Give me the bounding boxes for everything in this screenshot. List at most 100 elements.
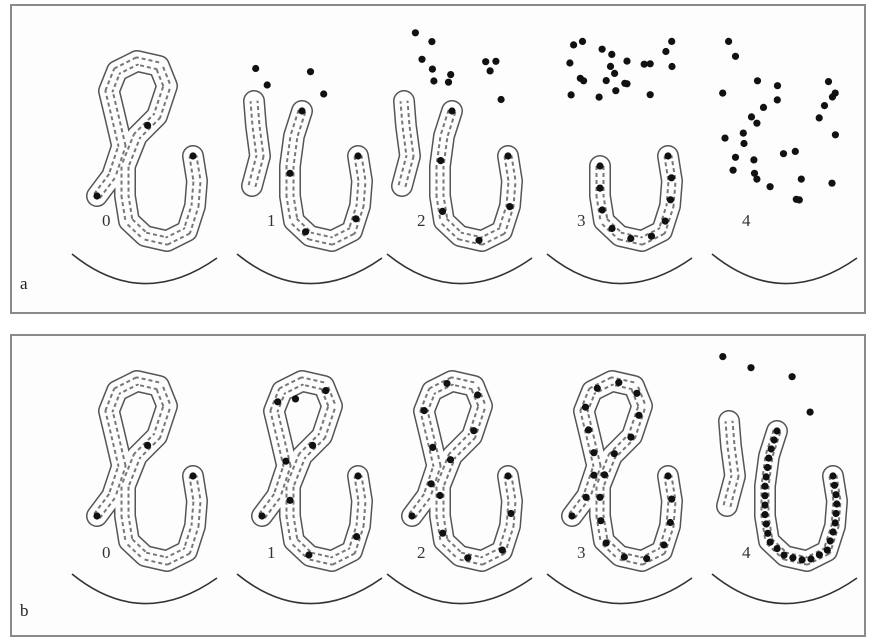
panel-b-stage-3-labelled-cell	[582, 404, 589, 411]
panel-b-stage-4-number: 4	[742, 543, 751, 562]
panel-a-stage-4-released-cell	[740, 140, 747, 147]
panel-b-stage-4-labelled-cell	[807, 555, 814, 562]
panel-b-stage-4-labelled-cell	[827, 537, 834, 544]
panel-a-stage-4-released-cell	[732, 154, 739, 161]
panel-a-stage-4-released-cell	[792, 148, 799, 155]
panel-a-stage-2-released-cell	[445, 79, 452, 86]
panel-a-stage-4-released-cell	[748, 113, 755, 120]
panel-b-stage-3-labelled-cell	[627, 434, 634, 441]
panel-a-stage-3-released-cell	[668, 38, 675, 45]
panel-b-stage-2-labelled-cell	[507, 510, 514, 517]
panel-a-stage-3-labelled-cell	[648, 233, 655, 240]
panel-a-stage-2-released-cell	[428, 38, 435, 45]
panel-a-stage-4-released-cell	[780, 150, 787, 157]
panel-b-stage-3-labelled-cell	[568, 512, 575, 519]
panel-b-stage-3-labelled-cell	[621, 553, 628, 560]
panel-b-stage-3-labelled-cell	[590, 472, 597, 479]
panel-b-stage-4-released-cell	[789, 373, 796, 380]
panel-a-stage-2-released-cell	[498, 96, 505, 103]
panel-a-stage-4: 4	[712, 38, 857, 284]
panel-b-stage-4-labelled-cell	[832, 519, 839, 526]
panel-a-stage-0-labelled-cell	[93, 192, 100, 199]
panel-b-stage-4-labelled-cell	[764, 464, 771, 471]
panel-b-stage-3-labelled-cell	[611, 450, 618, 457]
panel-a-stage-2-released-cell	[492, 58, 499, 65]
panel-a-letter: a	[20, 274, 28, 294]
panel-b-stage-4-labelled-cell	[832, 491, 839, 498]
panel-a-stage-0-number: 0	[102, 211, 111, 230]
panel-b-stage-4-labelled-cell	[789, 554, 796, 561]
panel-b-stage-2-number: 2	[417, 543, 426, 562]
panel-b-stage-0-basal-arc	[72, 574, 217, 604]
panel-b-stage-4-labelled-cell	[830, 528, 837, 535]
panel-b-stage-4-labelled-cell	[832, 510, 839, 517]
panel-a-stage-4-released-cell	[796, 196, 803, 203]
panel-a-stage-3-labelled-cell	[662, 218, 669, 225]
panel-a-stage-2-labelled-cell	[506, 203, 513, 210]
panel-b-stage-0-labelled-cell	[144, 442, 151, 449]
panel-b-stage-2-labelled-cell	[428, 480, 435, 487]
panel-a-stage-2-labelled-cell	[475, 237, 482, 244]
panel-b-stage-0-labelled-cell	[93, 512, 100, 519]
panel-a-stage-1-released-cell	[252, 65, 259, 72]
panel-a-stage-4-released-cell	[719, 90, 726, 97]
panel-b-stage-3-basal-arc	[547, 574, 692, 604]
panel-a-stage-4-released-cell	[767, 183, 774, 190]
panel-b-stage-3-labelled-cell	[664, 472, 671, 479]
panel-a-stage-3-basal-arc	[547, 254, 692, 284]
panel-a-stage-4-released-cell	[798, 176, 805, 183]
panel-b-stage-3-labelled-cell	[583, 494, 590, 501]
panel-a-stage-1-released-cell	[320, 90, 327, 97]
panel-b-stage-2-labelled-cell	[408, 512, 415, 519]
panel-a-stage-0-labelled-cell	[189, 152, 196, 159]
panel-b-stage-2-labelled-cell	[447, 456, 454, 463]
panel-b-stage-2-basal-arc	[387, 574, 532, 604]
panel-b-stage-4-labelled-cell	[771, 436, 778, 443]
panel-b-stage-1-number: 1	[267, 543, 276, 562]
panel-b-stage-0-number: 0	[102, 543, 111, 562]
panel-b-stage-3: 3	[547, 379, 692, 604]
panel-a-stage-3-labelled-cell	[667, 196, 674, 203]
panel-a-stage-4-released-cell	[774, 82, 781, 89]
panel-b-stages: 0 1 2 3 4	[12, 336, 864, 635]
panel-b-stage-2-labelled-cell	[443, 380, 450, 387]
panel-a-stage-1-labelled-cell	[354, 152, 361, 159]
panel-b-stage-4-labelled-cell	[799, 556, 806, 563]
panel-a-stage-3-released-cell	[607, 63, 614, 70]
panel-a-stage-3-labelled-cell	[668, 174, 675, 181]
panel-a-stage-4-released-cell	[825, 78, 832, 85]
panel-b-stage-3-labelled-cell	[615, 379, 622, 386]
panel-b-stage-4-released-cell	[807, 409, 814, 416]
panel-a-stage-2-released-cell	[482, 58, 489, 65]
panel-b-stage-1-basal-arc	[237, 574, 382, 604]
panel-b-stage-4-labelled-cell	[824, 547, 831, 554]
panel-a-stage-3-labelled-cell	[596, 185, 603, 192]
panel-b-stage-4-labelled-cell	[767, 539, 774, 546]
panel-a-stage-4-released-cell	[832, 90, 839, 97]
panel-b-stage-4-labelled-cell	[761, 492, 768, 499]
panel-a-stage-1-labelled-cell	[298, 107, 305, 114]
panel-b-stage-1-labelled-cell	[322, 387, 329, 394]
panel-a-stage-2-released-cell	[429, 66, 436, 73]
panel-b-stage-1-labelled-cell	[354, 472, 361, 479]
panel-a-stage-3-released-cell	[611, 70, 618, 77]
panel-b-stage-4-labelled-cell	[829, 472, 836, 479]
panel-a-stage-2: 2	[387, 29, 532, 283]
panel-b-stage-4-labelled-cell	[816, 551, 823, 558]
panel-a-stage-1-labelled-cell	[352, 215, 359, 222]
panel-a-stage-3-released-cell	[612, 87, 619, 94]
panel-a-stage-3-number: 3	[577, 211, 586, 230]
panel-a-stage-4-released-cell	[816, 114, 823, 121]
panel-a-stage-4-basal-arc	[712, 254, 857, 284]
panel-b-stage-1-labelled-cell	[309, 442, 316, 449]
panel-b-stage-3-labelled-cell	[601, 471, 608, 478]
panel-a-stage-2-number: 2	[417, 211, 426, 230]
panel-a-stage-3-released-cell	[608, 51, 615, 58]
panel-a-stage-4-released-cell	[832, 131, 839, 138]
panel-a-stage-4-number: 4	[742, 211, 751, 230]
panel-b-stage-2-labelled-cell	[474, 391, 481, 398]
panel-b-stage-1-labelled-cell	[286, 497, 293, 504]
